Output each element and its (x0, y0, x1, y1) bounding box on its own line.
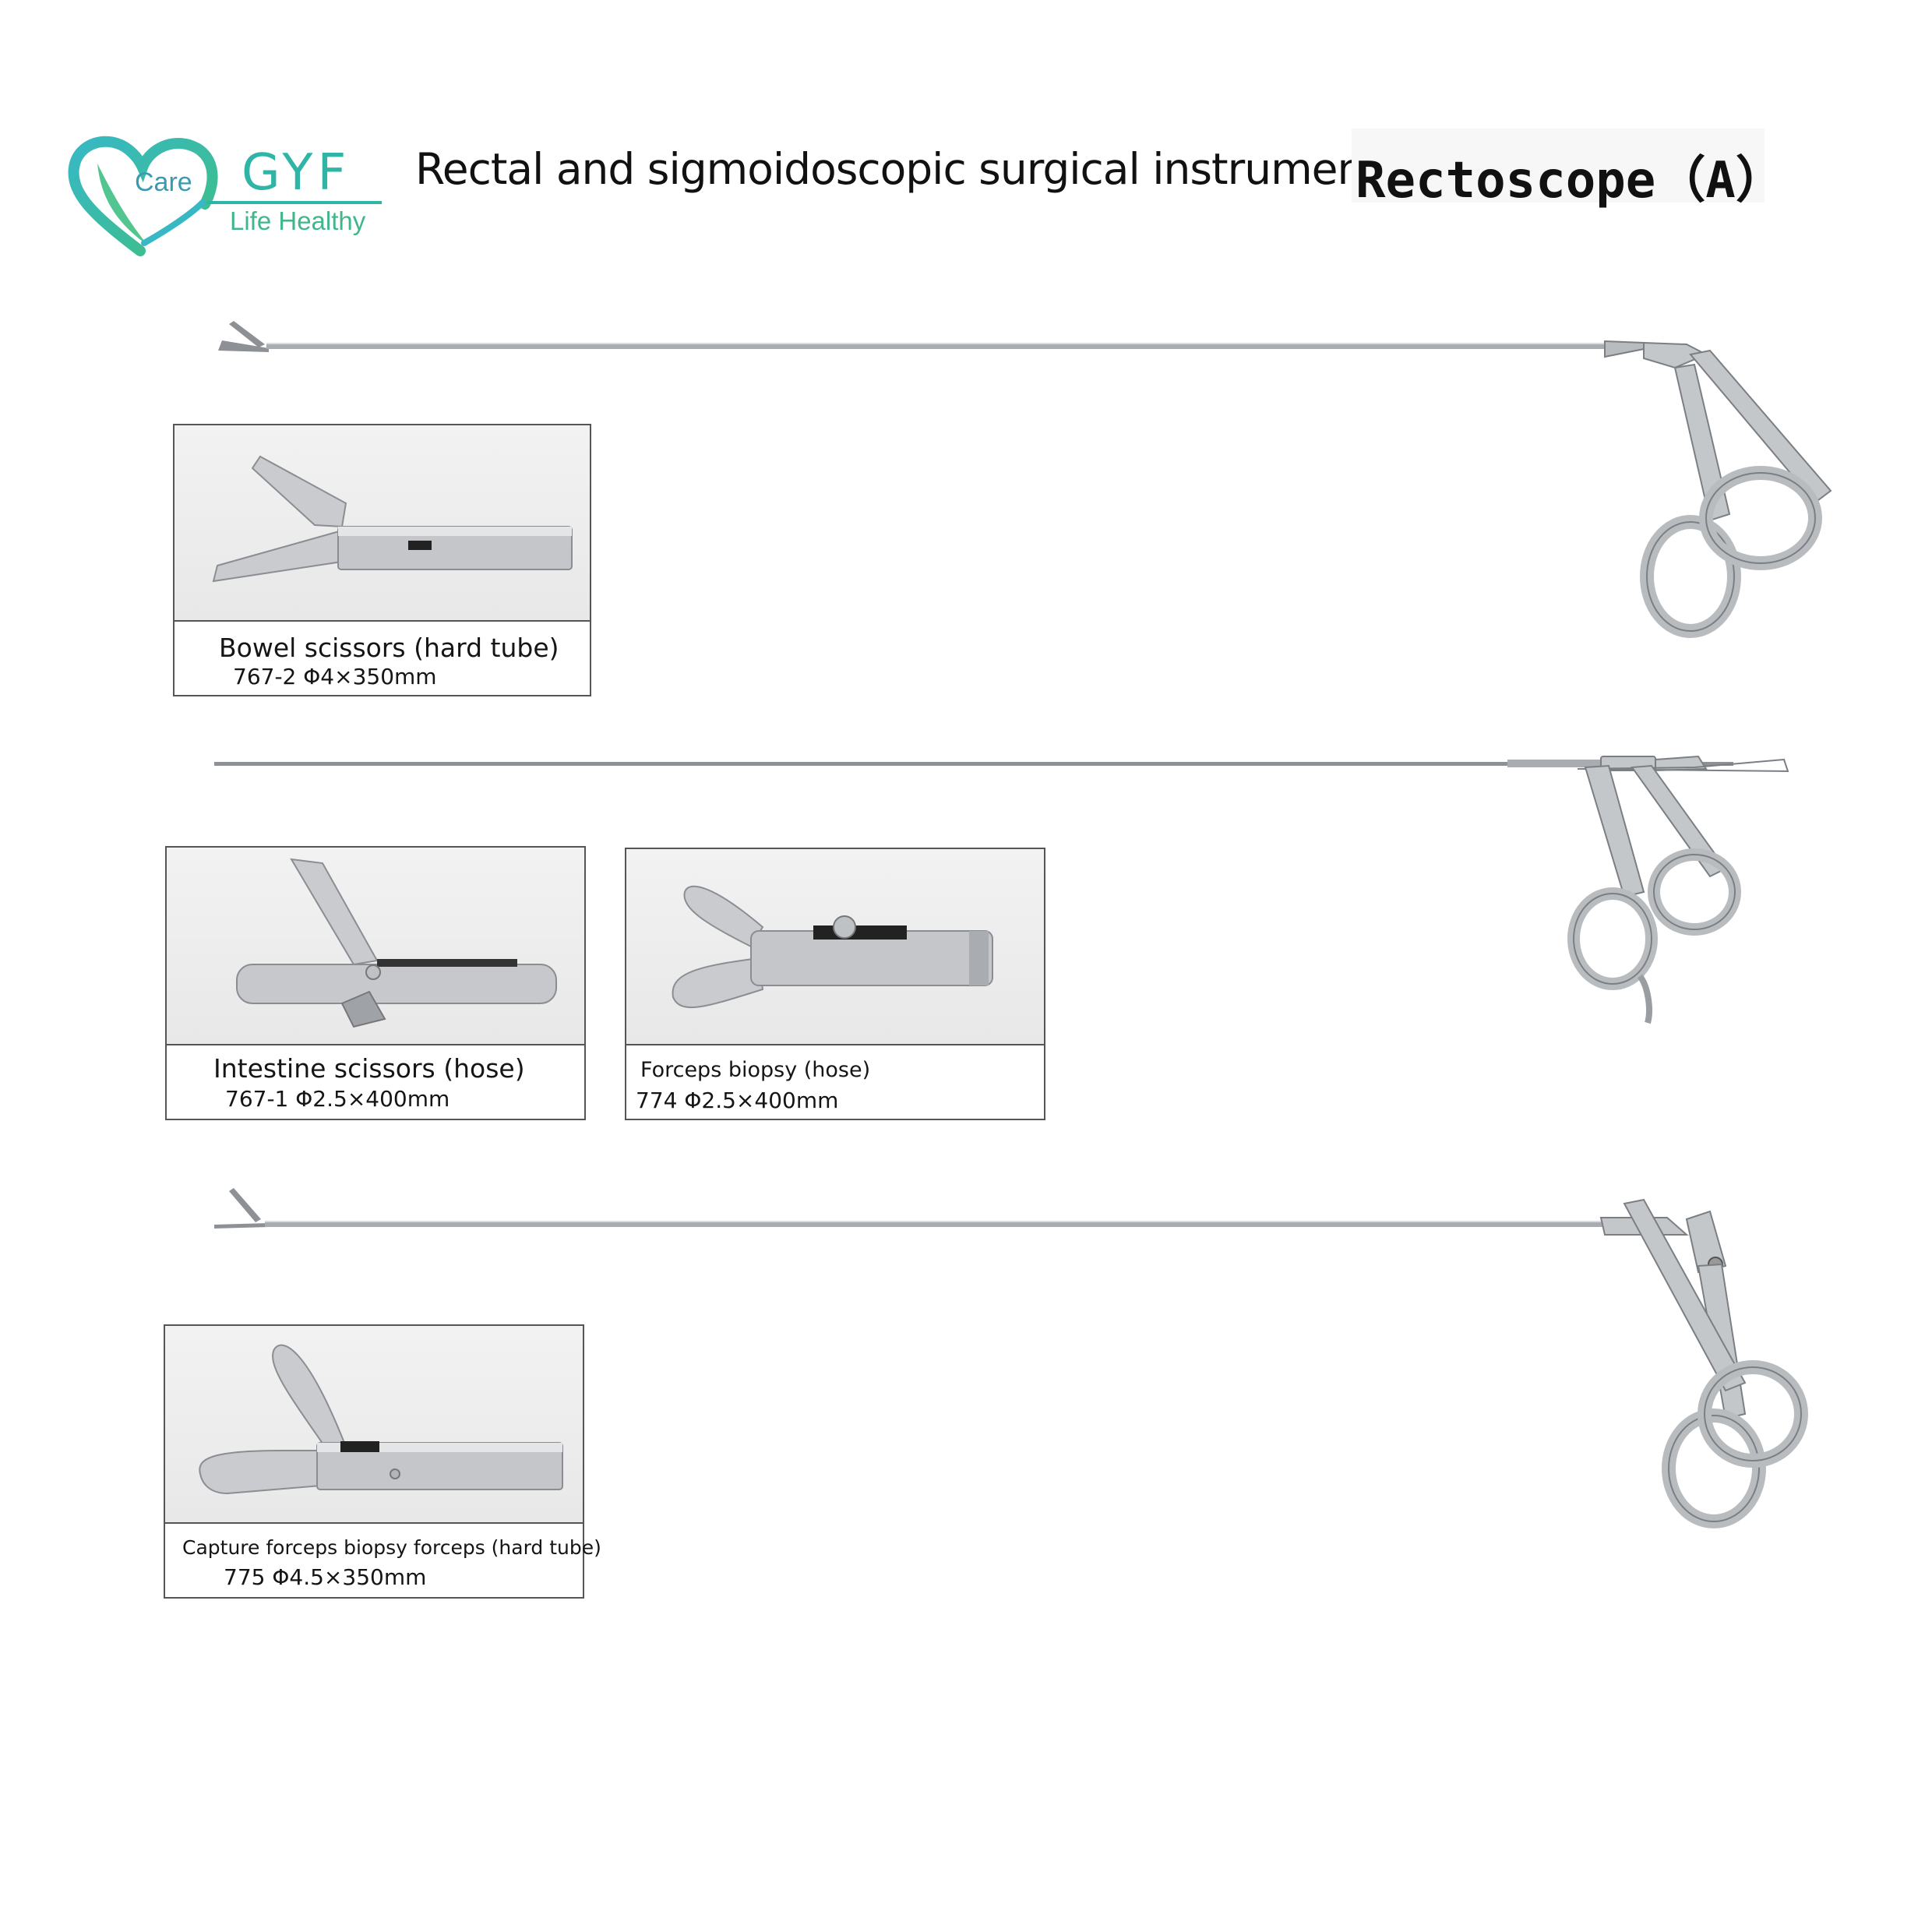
logo-tagline: Life Healthy (230, 206, 366, 235)
instrument-closeup-photo (167, 848, 584, 1045)
instrument-closeup-photo (165, 1326, 583, 1524)
instrument-illustration-intestine-scissors (214, 752, 1789, 1040)
instrument-card: Forceps biopsy (hose) 774 Φ2.5×400mm (625, 848, 1045, 1120)
page-title: Rectal and sigmoidoscopic surgical instr… (415, 144, 1402, 194)
instrument-code: 767-2 Φ4×350mm (233, 664, 437, 689)
instrument-card: Capture forceps biopsy forceps (hard tub… (164, 1324, 601, 1599)
subtitle-background (1352, 129, 1765, 203)
instrument-label: Intestine scissors (hose) (213, 1053, 525, 1084)
instrument-label: Capture forceps biopsy forceps (hard tub… (182, 1536, 601, 1559)
instrument-illustration-capture-forceps (210, 1180, 1808, 1531)
logo-care-text: Care (135, 167, 192, 197)
brand-logo-mark (66, 132, 386, 257)
logo-brand-text: GYF (242, 144, 351, 202)
instrument-label: Forceps biopsy (hose) (640, 1058, 871, 1082)
logo-underline (206, 201, 382, 204)
instrument-code: 767-1 Φ2.5×400mm (225, 1086, 450, 1112)
instrument-label: Bowel scissors (hard tube) (219, 633, 559, 663)
instrument-card: Bowel scissors (hard tube) 767-2 Φ4×350m… (173, 424, 591, 696)
instrument-card: Intestine scissors (hose) 767-1 Φ2.5×400… (165, 846, 586, 1120)
page-subtitle: Rectoscope（A） (1356, 152, 1786, 210)
instrument-closeup-photo (626, 849, 1044, 1045)
instrument-code: 774 Φ2.5×400mm (636, 1088, 839, 1113)
instrument-code: 775 Φ4.5×350mm (224, 1564, 427, 1590)
instrument-closeup-photo (175, 425, 590, 622)
instrument-illustration-bowel-scissors (210, 312, 1832, 670)
